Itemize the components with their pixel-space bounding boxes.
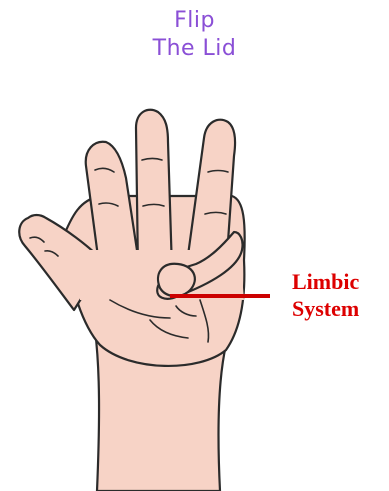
label-line-1: Limbic bbox=[292, 268, 359, 295]
middle-finger bbox=[136, 110, 172, 270]
label-line-2: System bbox=[292, 295, 359, 322]
limbic-system-label: Limbic System bbox=[292, 268, 359, 322]
thumb-tip bbox=[158, 264, 195, 296]
